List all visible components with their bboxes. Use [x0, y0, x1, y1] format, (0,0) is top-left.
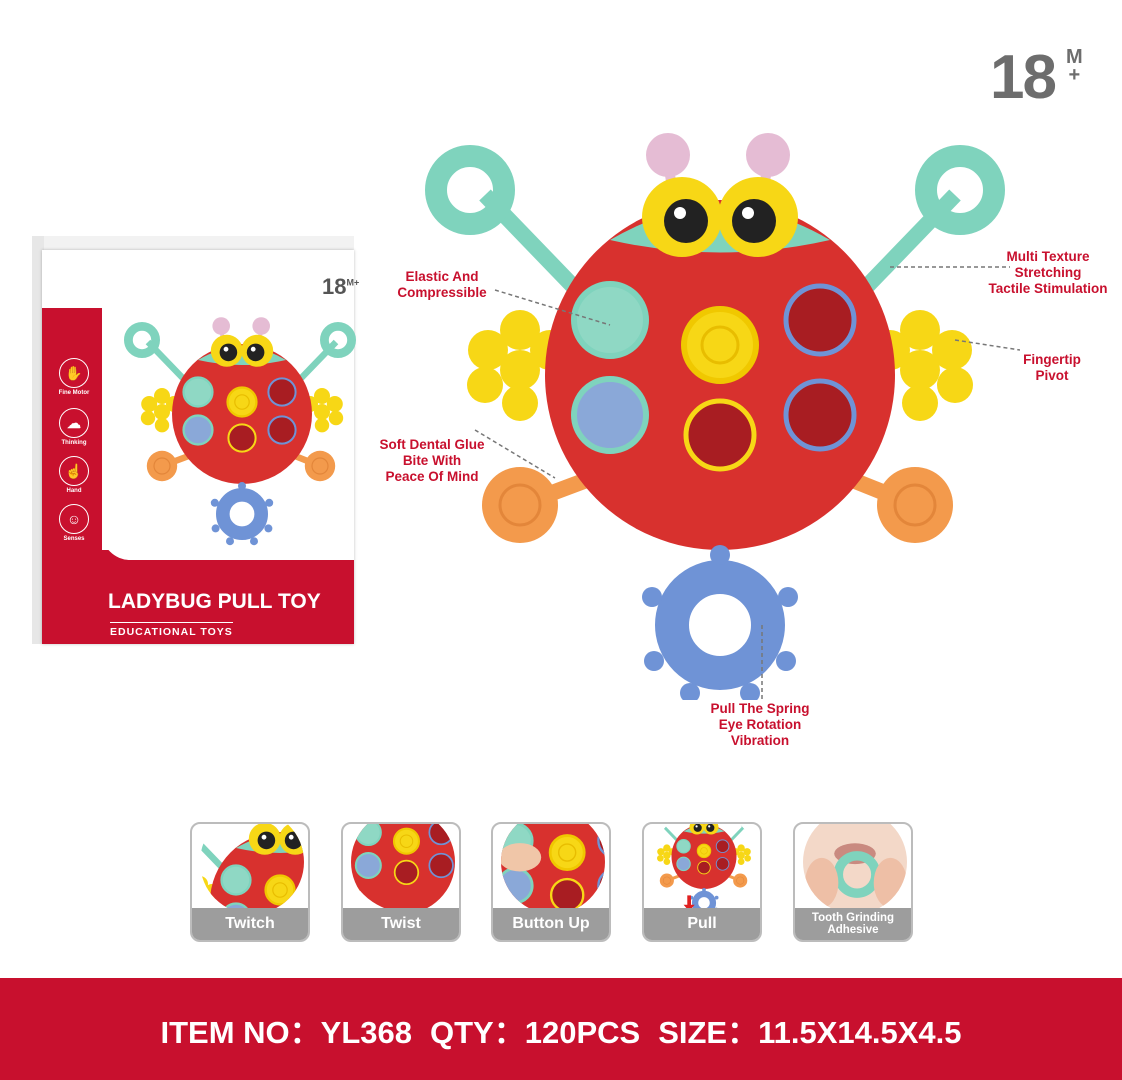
box-front: 18M+ ✋ Fine Motor ☁ Thinking ☝ Hand ☺ Senses…	[42, 250, 359, 644]
action-card-tooth-grinding: Tooth Grinding Adhesive	[793, 822, 913, 942]
main-ladybug-image	[420, 120, 1020, 700]
action-card-button-up: Button Up	[491, 822, 611, 942]
box-red-band	[42, 550, 354, 644]
callout-line: Stretching	[1014, 265, 1082, 280]
box-title: LADYBUG PULL TOY	[108, 590, 321, 613]
feature-thinking: ☁ Thinking	[56, 408, 92, 446]
size-value: 11.5X14.5X4.5	[758, 1014, 962, 1050]
action-label: Button Up	[493, 908, 609, 940]
callout-line: Eye Rotation	[718, 717, 802, 732]
callout-line: Peace Of Mind	[385, 469, 479, 484]
qty-label: QTY：	[429, 1014, 525, 1050]
age-badge-number: 18	[990, 43, 1057, 112]
box-subtitle: EDUCATIONAL TOYS	[110, 622, 233, 638]
action-label: Tooth Grinding Adhesive	[795, 908, 911, 940]
box-age: 18M+	[322, 274, 359, 300]
feature-fine-motor: ✋ Fine Motor	[56, 358, 92, 396]
box-top	[32, 236, 354, 252]
action-card-twitch: Twitch	[190, 822, 310, 942]
feature-hand: ☝ Hand	[56, 456, 92, 494]
action-label: Twitch	[192, 908, 308, 940]
callout-line: Pull The Spring	[710, 701, 810, 716]
thinking-icon: ☁	[59, 408, 89, 438]
product-box: 18M+ ✋ Fine Motor ☁ Thinking ☝ Hand ☺ Senses…	[32, 236, 359, 644]
item-label: ITEM NO：	[160, 1014, 321, 1050]
box-age-number: 18	[322, 274, 347, 299]
pull-image	[652, 822, 756, 914]
box-side	[32, 236, 44, 644]
callout-line: Tactile Stimulation	[988, 281, 1108, 296]
tooth-grinding-image	[803, 824, 907, 914]
twist-image	[351, 822, 455, 914]
item-value: YL368	[320, 1014, 412, 1050]
callout-line: Elastic And	[405, 269, 479, 284]
action-label: Pull	[644, 908, 760, 940]
footer-bar: ITEM NO：YL368 QTY：120PCS SIZE：11.5X14.5X…	[0, 978, 1122, 1080]
size-label: SIZE：	[658, 1014, 759, 1050]
callout-line: Soft Dental Glue	[379, 437, 485, 452]
box-age-unit: M+	[346, 277, 360, 288]
feature-label: Thinking	[61, 440, 87, 446]
feature-label: Senses	[63, 536, 85, 542]
callout-line: Vibration	[730, 733, 790, 748]
callout-line: Compressible	[397, 285, 487, 300]
age-unit: M	[1066, 46, 1083, 68]
callout-line: Multi Texture	[1006, 249, 1090, 264]
feature-label: Hand	[66, 488, 82, 494]
action-card-twist: Twist	[341, 822, 461, 942]
age-badge-unit: M+	[1066, 46, 1083, 86]
feature-senses: ☺ Senses	[56, 504, 92, 542]
item-no: ITEM NO：YL368	[160, 1007, 412, 1052]
callout-line: Bite With	[402, 453, 462, 468]
size: SIZE：11.5X14.5X4.5	[658, 1007, 961, 1052]
button-up-image	[501, 822, 605, 914]
senses-icon: ☺	[59, 504, 89, 534]
age-plus: +	[1068, 64, 1081, 86]
feature-label: Fine Motor	[58, 390, 90, 396]
fine-motor-icon: ✋	[59, 358, 89, 388]
action-label: Twist	[343, 908, 459, 940]
action-card-pull: Pull	[642, 822, 762, 942]
callout-line: Pivot	[1035, 368, 1069, 383]
callout-line: Fingertip	[1023, 352, 1081, 367]
twitch-image	[200, 822, 304, 914]
hand-icon: ☝	[59, 456, 89, 486]
qty: QTY：120PCS	[430, 1007, 640, 1052]
box-ladybug-image	[122, 310, 362, 550]
qty-value: 120PCS	[524, 1014, 641, 1050]
